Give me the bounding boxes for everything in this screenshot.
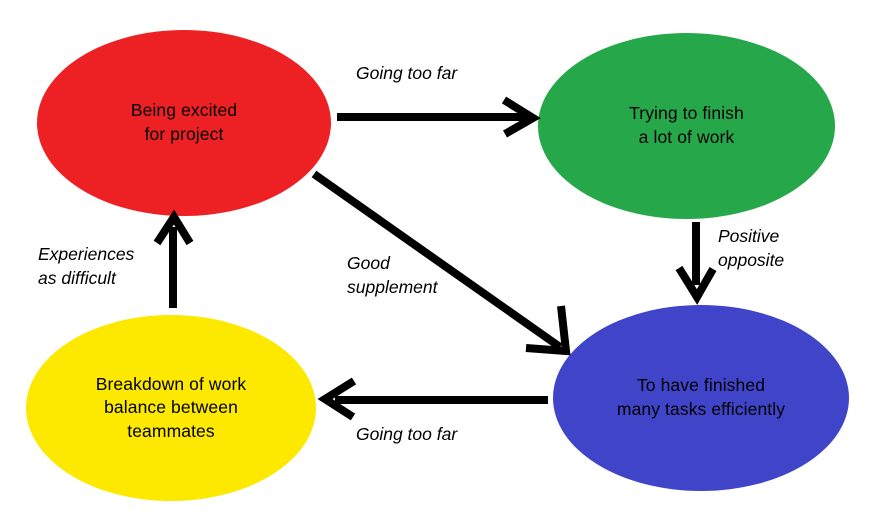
node-label: Being excited for project (130, 100, 238, 144)
node-being-excited-for-project[interactable]: Being excited for project (37, 30, 331, 216)
edge-label-red-to-blue: Good supplement (347, 253, 438, 297)
arrow-red-to-green (337, 96, 541, 138)
edge-label-red-to-green: Going too far (356, 63, 458, 83)
node-to-have-finished-many-tasks-efficiently[interactable]: To have finished many tasks efficiently (553, 305, 849, 491)
arrow-yellow-to-red (153, 209, 194, 308)
edge-label-green-to-blue: Positive opposite (718, 226, 785, 270)
node-label: Breakdown of work balance between teamma… (95, 373, 247, 441)
node-label: Trying to finish a lot of work (629, 103, 744, 147)
arrow-green-to-blue (675, 222, 717, 305)
edge-label-yellow-to-red: Experiences as difficult (38, 244, 135, 288)
node-trying-to-finish-a-lot-of-work[interactable]: Trying to finish a lot of work (538, 33, 835, 219)
edge-label-blue-to-yellow: Going too far (356, 424, 458, 444)
node-label: To have finished many tasks efficiently (616, 375, 786, 419)
arrow-blue-to-yellow (317, 377, 548, 421)
node-breakdown-of-work-balance-between-teammates[interactable]: Breakdown of work balance between teamma… (26, 315, 316, 501)
